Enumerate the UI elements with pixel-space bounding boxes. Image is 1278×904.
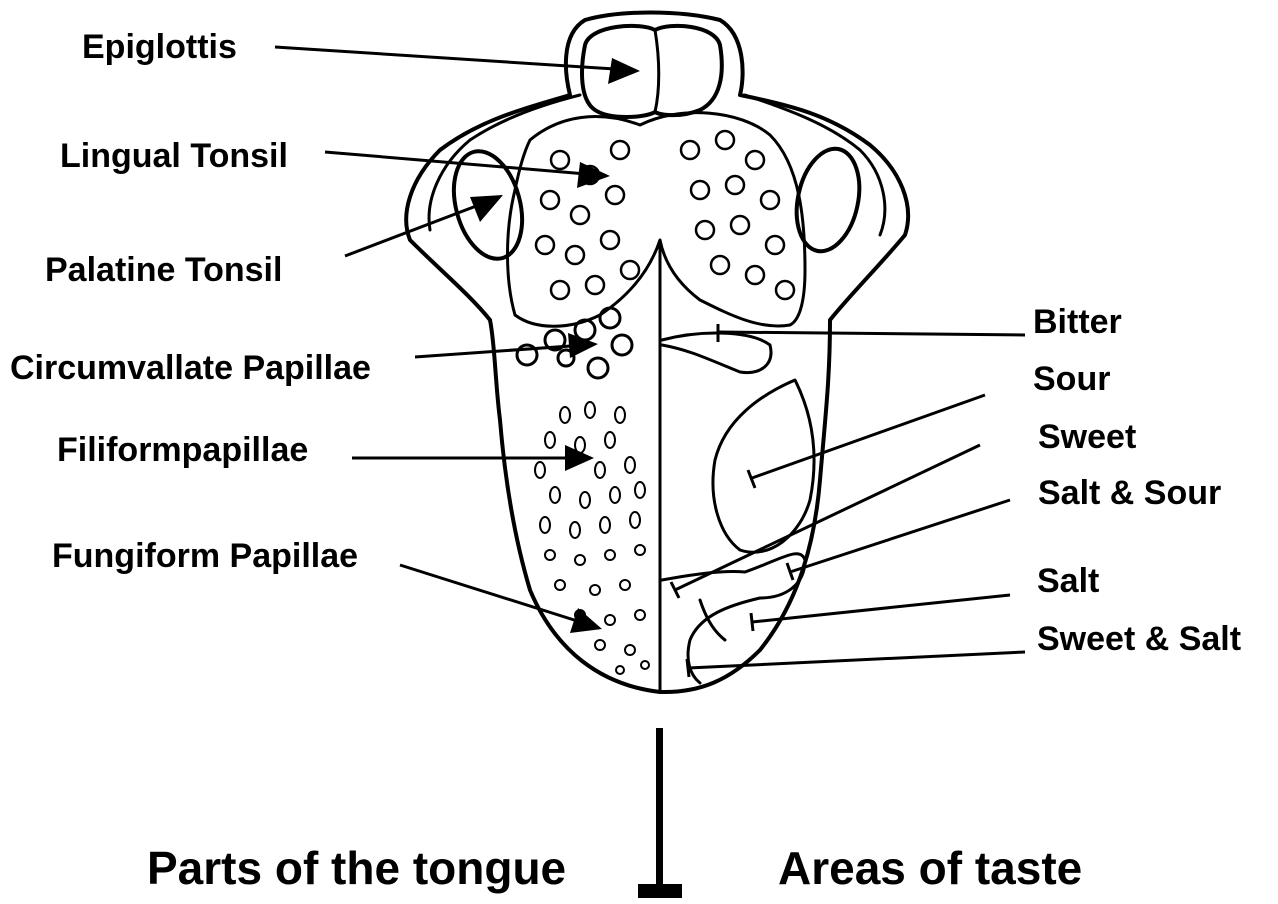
label-palatine-tonsil: Palatine Tonsil (45, 251, 282, 289)
label-bitter: Bitter (1033, 303, 1122, 341)
label-filiformpapillae: Filiformpapillae (57, 431, 308, 469)
filiform-papillae-dots (535, 402, 645, 538)
caption-parts-of-the-tongue: Parts of the tongue (147, 842, 566, 894)
sour-zone (713, 380, 814, 552)
label-fungiform-papillae: Fungiform Papillae (52, 537, 358, 575)
label-epiglottis: Epiglottis (82, 28, 237, 66)
lingual-tonsil-bumps (536, 131, 794, 299)
caption-areas-of-taste: Areas of taste (778, 842, 1082, 894)
label-sweet: Sweet (1038, 418, 1136, 456)
bitter-zone (662, 333, 771, 372)
fungiform-papillae-dots (545, 545, 649, 674)
label-lingual-tonsil: Lingual Tonsil (60, 137, 288, 175)
epiglottis-shape (582, 26, 722, 117)
label-sour: Sour (1033, 360, 1110, 398)
taste-leader-lines (671, 324, 1025, 677)
caption-divider (638, 728, 682, 898)
label-circumvallate-papillae: Circumvallate Papillae (10, 349, 371, 387)
label-sweet-and-salt: Sweet & Salt (1037, 620, 1241, 658)
label-salt-and-sour: Salt & Sour (1038, 474, 1221, 512)
label-salt: Salt (1037, 562, 1099, 600)
